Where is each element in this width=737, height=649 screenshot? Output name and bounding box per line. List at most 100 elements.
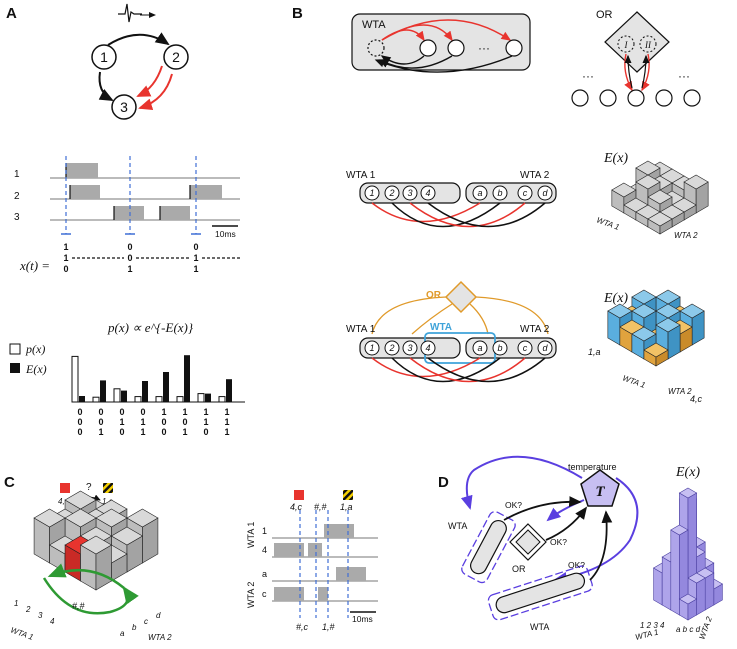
- legend-e-swatch: [10, 363, 20, 373]
- event-4c-marker: [294, 490, 304, 500]
- svg-text:···: ···: [478, 41, 490, 55]
- p-bar: [71, 355, 79, 403]
- panel-b: B WTA ··· OR I II ··· ··· WTA 1 WTA 2: [292, 5, 709, 404]
- state-tick: 0: [182, 417, 187, 427]
- svg-text:I: I: [624, 40, 629, 50]
- wta1-unit: [384, 185, 400, 201]
- block-top: [126, 508, 159, 528]
- event-top-1: 4,c: [290, 502, 303, 512]
- or2-diamond: [444, 280, 478, 314]
- legend-e-label: E(x): [25, 362, 47, 376]
- start-state-label: 4,c: [58, 497, 69, 506]
- e-bar: [142, 381, 148, 402]
- wta2-unit-label: a: [477, 343, 482, 353]
- block-top: [635, 174, 661, 190]
- wta1-unit: [402, 185, 418, 201]
- wta2-unit: [537, 340, 553, 356]
- iso1-axis-wta2: WTA 2: [674, 231, 698, 240]
- state-columns: 1 1 0 0 0 1 0 1 1: [63, 242, 198, 274]
- wta2-unit: [537, 185, 553, 201]
- wta1-unit: [420, 185, 436, 201]
- energy-landscape-1: [611, 160, 709, 235]
- temperature-node: [580, 469, 620, 507]
- neuron-1-label: 1: [100, 49, 108, 65]
- wta2-unit-label: d: [542, 343, 548, 353]
- or-label-d: OR: [512, 564, 526, 574]
- e-bar: [121, 390, 127, 402]
- raster-c-row-a: a: [262, 569, 267, 579]
- wta2-unit-label: b: [497, 188, 502, 198]
- p-bar: [155, 396, 163, 403]
- d-axis-units-wta2: a b c d: [676, 625, 701, 634]
- temperature-label: temperature: [568, 462, 617, 472]
- state-tick: 1: [161, 407, 166, 417]
- block-top: [607, 303, 633, 319]
- panel-label-c: C: [4, 474, 15, 491]
- arrow-2-to-3-red: [136, 65, 163, 97]
- target-state-marker: [103, 483, 113, 493]
- neuron-2: [163, 44, 189, 70]
- block-top: [79, 535, 113, 555]
- svg-text:0: 0: [193, 242, 198, 252]
- state-tick: 1: [140, 417, 145, 427]
- e-bar: [205, 393, 211, 402]
- raster-c-row-c: c: [262, 589, 267, 599]
- state-tick: 0: [203, 427, 208, 437]
- block-top: [679, 303, 705, 319]
- ok-label-3: OK?: [568, 560, 585, 570]
- p-bar: [92, 396, 100, 403]
- event-top-2: #,#: [314, 502, 328, 512]
- temperature-t-label: T: [595, 484, 605, 500]
- neuron-2-label: 2: [172, 49, 180, 65]
- wta1-label: WTA 1: [346, 170, 376, 181]
- state-tick: 1: [203, 407, 208, 417]
- d-axis-units-wta1: 1 2 3 4: [640, 621, 665, 630]
- c-tick-wta1: 3: [38, 611, 43, 620]
- svg-text:···: ···: [678, 69, 690, 83]
- state-tick: 0: [140, 407, 145, 417]
- e-bar: [226, 379, 232, 402]
- raster-row-2: 2: [14, 191, 20, 202]
- wta2-unit: [492, 340, 508, 356]
- c-tick-wta2: b: [132, 623, 137, 632]
- block-top: [631, 303, 657, 319]
- block-top: [33, 508, 66, 528]
- state-label: x(t) =: [19, 258, 50, 273]
- panel-label-a: A: [6, 5, 17, 22]
- state-tick: 1: [182, 407, 187, 417]
- wta2-label: WTA 2: [520, 170, 550, 181]
- raster-c: WTA 1 WTA 2 1 4 a c: [246, 490, 378, 632]
- svg-text:1: 1: [63, 242, 68, 252]
- wta2-unit: [492, 185, 508, 201]
- block-top: [631, 326, 657, 342]
- neuron-1: [91, 44, 117, 70]
- arrow-1-to-2: [107, 32, 170, 46]
- svg-text:1: 1: [193, 264, 198, 274]
- wta1-unit: [384, 340, 400, 356]
- state-tick: 1: [98, 427, 103, 437]
- wta2-unit: [472, 185, 488, 201]
- wta2b-label: WTA 2: [520, 324, 550, 335]
- legend-p-swatch: [9, 343, 21, 355]
- block-top: [647, 189, 673, 205]
- arrow-1-to-3: [98, 71, 114, 101]
- wta1-unit: [402, 340, 418, 356]
- panel-a: A 1 2 3 1 2 3: [6, 3, 245, 437]
- wta1-unit-label: 3: [407, 188, 412, 198]
- e-bar: [184, 355, 190, 402]
- state-tick: 1: [224, 407, 229, 417]
- panel-label-d: D: [438, 474, 449, 491]
- state-tick: 1: [224, 427, 229, 437]
- spike-icon: [118, 3, 142, 23]
- raster-row-3: 3: [14, 212, 20, 223]
- wta1-unit-label: 2: [388, 188, 394, 198]
- histogram-bar: [661, 556, 672, 611]
- neuron-3-label: 3: [120, 99, 128, 115]
- c-tick-wta1: 1: [14, 599, 18, 608]
- raster-a: 1 2 3 10ms: [14, 156, 240, 239]
- iso2-axis-wta2: WTA 2: [668, 387, 692, 396]
- p-bar: [218, 396, 226, 403]
- block-top: [655, 317, 681, 333]
